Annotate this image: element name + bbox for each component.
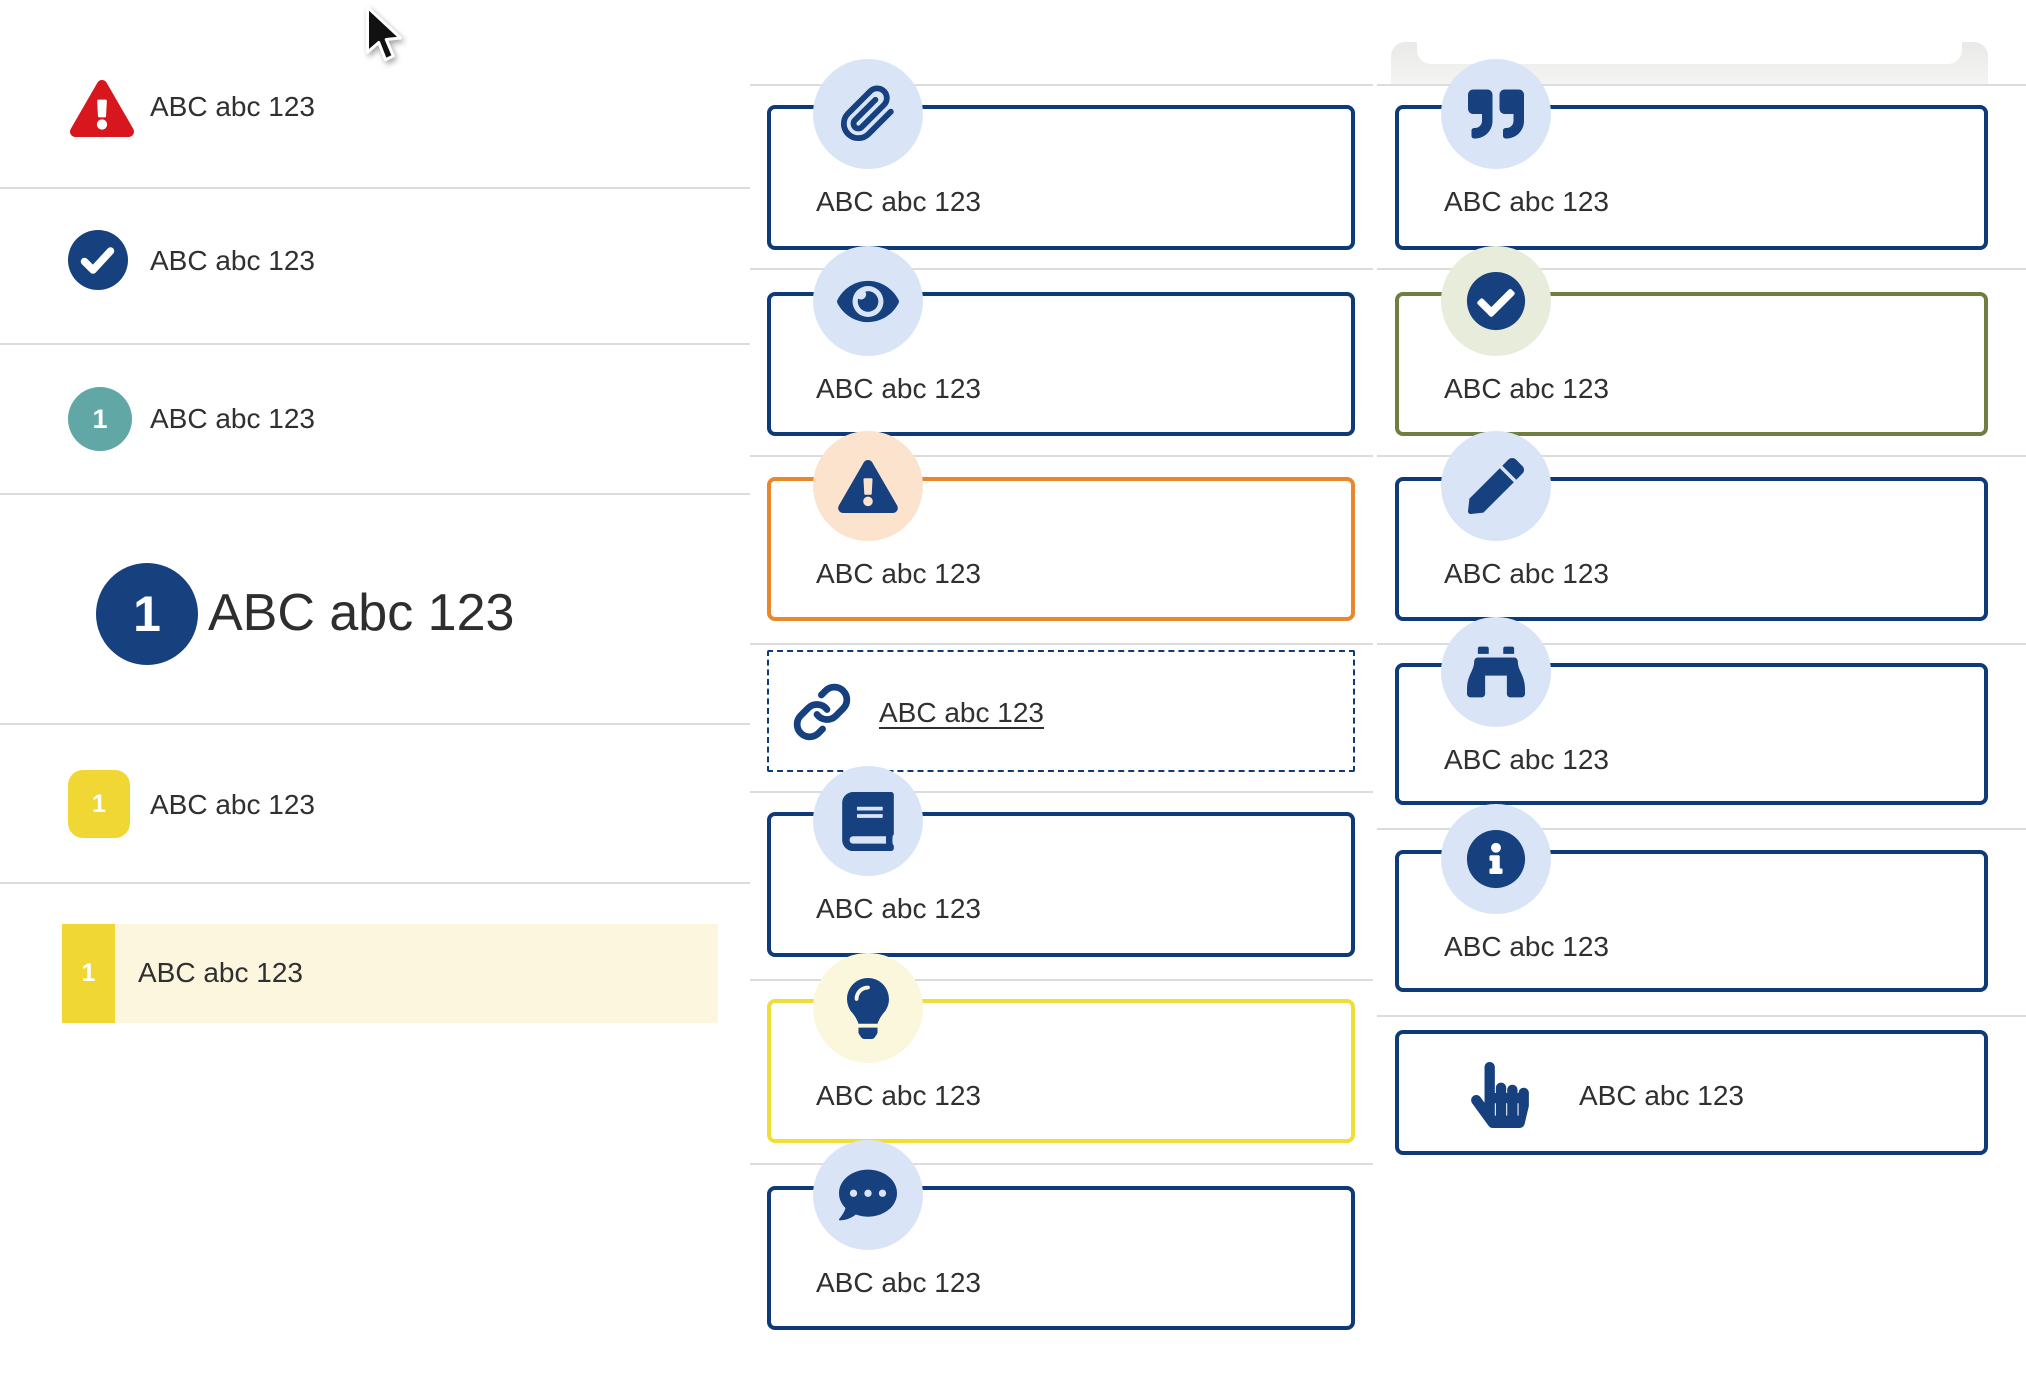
list-item-label: ABC abc 123 bbox=[150, 91, 315, 122]
pencil-icon bbox=[1441, 431, 1551, 541]
hand-pointer-icon bbox=[1471, 1062, 1529, 1128]
divider bbox=[1377, 643, 2026, 645]
callout-card-quote: ABC abc 123 bbox=[1395, 59, 1988, 250]
mouse-cursor bbox=[363, 5, 405, 65]
comment-dots-icon bbox=[813, 1140, 923, 1250]
card-label: ABC abc 123 bbox=[1444, 558, 1609, 589]
divider bbox=[0, 187, 750, 189]
callout-card-edit: ABC abc 123 bbox=[1395, 431, 1988, 621]
divider bbox=[750, 979, 1373, 981]
check-circle-icon bbox=[1441, 246, 1551, 356]
callout-card-success: ABC abc 123 bbox=[1395, 246, 1988, 436]
divider bbox=[0, 493, 750, 495]
callout-card-info: ABC abc 123 bbox=[1395, 804, 1988, 992]
divider bbox=[750, 84, 1373, 86]
card-link[interactable]: ABC abc 123 bbox=[879, 697, 1044, 728]
divider bbox=[0, 343, 750, 345]
info-circle-icon bbox=[1441, 804, 1551, 914]
divider bbox=[0, 882, 750, 884]
divider bbox=[1377, 828, 2026, 830]
card-label: ABC abc 123 bbox=[1444, 373, 1609, 404]
numbered-circle-badge: 1 bbox=[68, 387, 132, 451]
card-label: ABC abc 123 bbox=[816, 1080, 981, 1111]
link-icon bbox=[792, 682, 852, 742]
card-label: ABC abc 123 bbox=[1444, 744, 1609, 775]
warning-triangle-icon bbox=[70, 80, 134, 137]
card-label: ABC abc 123 bbox=[816, 1267, 981, 1298]
callout-card-attachment: ABC abc 123 bbox=[767, 59, 1355, 250]
divider bbox=[0, 723, 750, 725]
card-label: ABC abc 123 bbox=[816, 373, 981, 404]
callout-card-tip: ABC abc 123 bbox=[767, 953, 1355, 1143]
numbered-circle-badge-large: 1 bbox=[96, 563, 198, 665]
list-item-label: ABC abc 123 bbox=[150, 245, 315, 276]
divider bbox=[1377, 268, 2026, 270]
callout-card-search: ABC abc 123 bbox=[1395, 617, 1988, 805]
numbered-square-badge: 1 bbox=[68, 770, 130, 838]
callout-card-link: ABC abc 123 bbox=[767, 650, 1355, 772]
warning-triangle-icon bbox=[813, 431, 923, 541]
numbered-bar-badge: 1 bbox=[62, 924, 115, 1023]
callout-card-book: ABC abc 123 bbox=[767, 766, 1355, 957]
divider bbox=[1377, 84, 2026, 86]
divider bbox=[750, 455, 1373, 457]
list-item-label: ABC abc 123 bbox=[150, 403, 315, 434]
highlight-band bbox=[115, 924, 718, 1023]
book-icon bbox=[813, 766, 923, 876]
card-label: ABC abc 123 bbox=[1579, 1080, 1744, 1111]
paperclip-icon bbox=[813, 59, 923, 169]
lightbulb-icon bbox=[813, 953, 923, 1063]
divider bbox=[750, 268, 1373, 270]
card-label: ABC abc 123 bbox=[816, 893, 981, 924]
card-label: ABC abc 123 bbox=[1444, 931, 1609, 962]
quote-icon bbox=[1441, 59, 1551, 169]
callout-card-action: ABC abc 123 bbox=[1395, 1030, 1988, 1155]
binoculars-icon bbox=[1441, 617, 1551, 727]
page-title: ABC abc 123 bbox=[208, 584, 515, 642]
check-circle-icon bbox=[68, 230, 128, 290]
divider bbox=[750, 1163, 1373, 1165]
list-item-label: ABC abc 123 bbox=[150, 789, 315, 820]
eye-icon bbox=[813, 246, 923, 356]
card-label: ABC abc 123 bbox=[816, 558, 981, 589]
callout-card-comment: ABC abc 123 bbox=[767, 1140, 1355, 1330]
card-label: ABC abc 123 bbox=[1444, 186, 1609, 217]
divider bbox=[750, 643, 1373, 645]
divider bbox=[1377, 455, 2026, 457]
card-label: ABC abc 123 bbox=[816, 186, 981, 217]
panel-top-card-edge bbox=[1417, 0, 1962, 64]
list-item-label-highlighted: ABC abc 123 bbox=[138, 957, 303, 988]
divider bbox=[750, 791, 1373, 793]
callout-card-view: ABC abc 123 bbox=[767, 246, 1355, 436]
callout-card-warning: ABC abc 123 bbox=[767, 431, 1355, 621]
divider bbox=[1377, 1015, 2026, 1017]
